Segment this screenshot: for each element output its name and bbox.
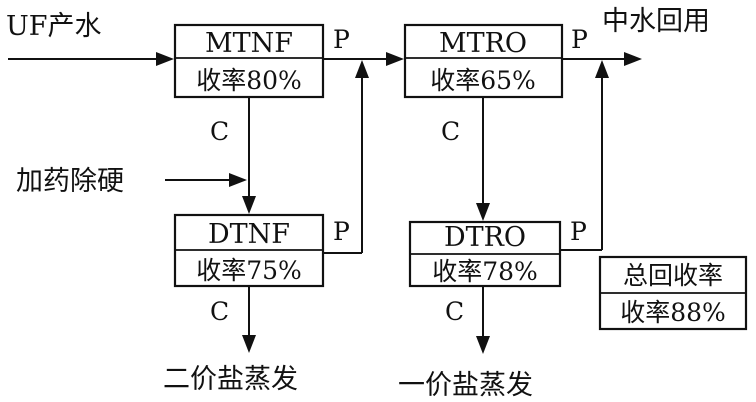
dtnf-permeate-p-label: P [333,217,350,246]
mtnf-box [173,23,325,99]
total-recovery: 总回收率 收率88% [598,255,748,331]
dtro-concentrate-arrowhead [476,336,490,354]
mtro-box [403,23,564,99]
mtro-rate: 收率65% [430,66,536,95]
mtro-concentrate-c-label: C [441,117,460,146]
dtro-concentrate-c-label: C [445,297,464,326]
mtnf-permeate-arrowhead [386,52,404,66]
total-title: 总回收率 [623,261,723,290]
uf-inlet-arrowhead [156,52,174,66]
mtnf-concentrate-arrowhead [242,196,256,214]
softening-label: 加药除硬 [16,166,124,197]
dtro-permeate-arrowhead [595,60,609,78]
flow-lines [8,52,642,354]
unit-dtnf: DTNF 收率75% [173,213,325,288]
unit-dtro: DTRO 收率78% [408,220,562,288]
total-rate: 收率88% [620,298,726,327]
dtnf-rate: 收率75% [196,256,302,285]
divalent-evap-label: 二价盐蒸发 [163,364,298,395]
uf-inlet-label: UF产水 [6,11,102,42]
dtnf-concentrate-c-label: C [210,297,229,326]
mtro-name: MTRO [439,28,527,59]
labels: UF产水 加药除硬 中水回用 二价盐蒸发 一价盐蒸发 P P P P C C C… [6,6,710,401]
mtnf-concentrate-c-label: C [210,117,229,146]
dtro-rate: 收率78% [432,257,538,286]
softening-arrowhead [229,173,247,187]
mtro-permeate-p-label: P [571,25,588,54]
mtnf-permeate-p-label: P [333,25,350,54]
dtro-permeate-p-label: P [570,217,587,246]
monovalent-evap-label: 一价盐蒸发 [398,370,533,401]
dtnf-concentrate-arrowhead [242,335,256,353]
unit-mtnf: MTNF 收率80% [173,23,325,99]
reuse-label: 中水回用 [602,6,710,37]
mtro-concentrate-arrowhead [476,203,490,221]
mtnf-name: MTNF [205,28,293,59]
mtro-permeate-arrowhead [624,52,642,66]
dtro-name: DTRO [444,222,526,253]
mtnf-rate: 收率80% [196,66,302,95]
unit-mtro: MTRO 收率65% [403,23,564,99]
dtnf-permeate-arrowhead [355,60,369,78]
dtnf-name: DTNF [208,219,290,250]
